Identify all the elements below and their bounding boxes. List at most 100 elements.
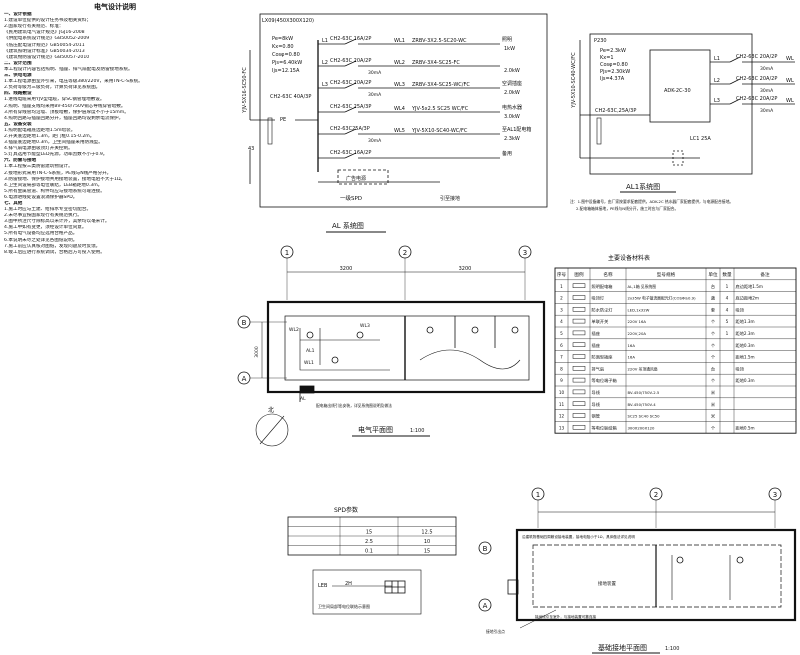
notes-line: 四、线路敷设: [4, 91, 32, 97]
notes-line: 2.接地形式采用TN-C-S系统，PE线与N线严格分开。: [4, 170, 112, 176]
notes-line: 7.施工前应认真核对图纸，发现问题及时反馈。: [4, 243, 101, 249]
table-cell: BV-450/750V-2.5: [628, 390, 660, 395]
table-cell: 单联开关: [592, 318, 609, 325]
legend-symbol: [572, 389, 586, 395]
notes-line: 一、设计依据: [4, 12, 32, 18]
al-main-breaker: CH2-63C 40A/3P: [270, 94, 311, 100]
table-cell: 台: [711, 365, 715, 372]
notes-line: 2.负荷等级为三级负荷，计算负荷详见系统图。: [4, 85, 101, 91]
notes-line: 4.施工中如有变更，须经设计单位同意。: [4, 225, 87, 231]
legend-symbol: [572, 377, 586, 383]
table-header-cell: 名称: [603, 271, 613, 278]
table-cell: 距地0.3m: [736, 377, 755, 383]
al1-circuit-phase: L1: [714, 56, 720, 62]
spd-table-cell: 0.1: [365, 549, 373, 555]
al1-circuit-id: WL: [786, 78, 794, 84]
al-panel-label: LX09(450X300X120): [262, 18, 314, 24]
table-cell: 台: [711, 283, 715, 290]
al1-circuit-breaker: CH2-63C 20A/2P: [736, 96, 777, 102]
al1-circuit-breaker: CH2-63C 20A/2P: [736, 76, 777, 82]
table-cell: 4: [560, 319, 563, 324]
notes-line: 六、防雷与接地: [4, 158, 37, 164]
al-param: Ijs=12.15A: [272, 68, 300, 74]
table-cell: 10: [559, 390, 565, 395]
table-cell: 11: [559, 402, 565, 407]
table-cell: 6: [560, 343, 563, 348]
al1-circuit-rcd: 30mA: [760, 88, 774, 94]
legend-symbol: [572, 354, 586, 359]
notes-line: 3.插座底边距地0.3m，卫生间插座采用防溅型。: [4, 140, 103, 146]
al-box-label: 广告电源: [346, 175, 366, 182]
al1-circuit-rcd: 30mA: [760, 66, 774, 72]
table-cell: 等电位端子箱: [592, 377, 617, 384]
al-circuit-id: WL5: [394, 128, 405, 134]
table-cell: LED,1x32W: [628, 307, 650, 312]
table-cell: 220V 16A: [628, 319, 647, 324]
table-cell: 个: [711, 319, 716, 324]
table-cell: 个: [711, 355, 716, 360]
notes-line: 1.本工程电源由室外引来，电压等级380/220V，采用TN-C-S系统。: [4, 79, 143, 85]
grounding-mid-label: 接地装置: [598, 580, 616, 587]
al-circuit-breaker: CH2-63C25A/3P: [330, 126, 370, 132]
al1-param: Ijs=4.37A: [600, 76, 625, 82]
grounding-plan-scale: 1:100: [665, 646, 679, 652]
table-cell: 220V,20A: [628, 331, 647, 336]
al-circuit-rcd: 30mA: [368, 138, 382, 144]
al-system-diagram: LX09(450X300X120) Pe=8kW Kx=0.80 Cosφ=0.…: [242, 13, 548, 233]
floor-plan-title: 电气平面图: [358, 425, 393, 434]
table-cell: 吸顶: [736, 366, 745, 372]
table-cell: 插座: [592, 330, 600, 337]
al-circuit-cable: YJV-5x2.5 SC25 WC/FC: [411, 106, 469, 112]
dim-label: 3000: [254, 346, 260, 358]
table-cell: 米: [711, 389, 716, 396]
north-label: 北: [268, 406, 274, 414]
notes-line: 2.照明、插座支线均采用BV-450/750V铜芯导线穿管暗敷。: [4, 103, 126, 109]
table-cell: 5: [560, 331, 563, 336]
al-circuit-id: WL2: [394, 60, 405, 66]
table-cell: 底边距地1.5m: [736, 283, 764, 290]
notes-line: 二、设计范围: [4, 60, 32, 66]
table-cell: 盏: [711, 295, 715, 301]
notes-line: 3.图中所注尺寸除标高以米计外，其余均以毫米计。: [4, 219, 110, 225]
al-circuit-id: WL4: [394, 106, 405, 112]
notes-line: 1.本工程按三类防雷建筑物设计。: [4, 164, 73, 170]
notes-line: 七、其他: [4, 201, 23, 206]
table-cell: 钢管: [592, 413, 600, 420]
notes-line: 2.未尽事宜按国家现行有关规范执行。: [4, 213, 82, 219]
electrical-floor-plan: 1 2 3 3200 3200 B A 3000: [237, 245, 546, 447]
al1-circuit-id: WL: [786, 56, 794, 62]
al1-device-label: LC1 25A: [690, 136, 711, 142]
notes-line: 3.所有穿线管均沿墙、顶板暗敷，保护层厚度不小于15mm。: [4, 109, 129, 115]
al1-circuit-breaker: CH2-63C 20A/2P: [736, 54, 777, 60]
notes-line: 4.照明回路与插座回路分开，插座回路均设剩余电流保护。: [4, 115, 124, 121]
row-bubble: B: [242, 319, 247, 327]
al1-circuit-phase: L2: [714, 78, 720, 84]
table-header-cell: 数量: [722, 271, 732, 278]
notes-line: 《建筑照明设计标准》GB50034-2013: [4, 48, 85, 54]
table-header-cell: 备注: [760, 271, 770, 278]
notes-line: 4.排气扇电源由吸顶灯开关控制。: [4, 146, 73, 152]
table-cell: 220V 吊顶通风扇: [628, 366, 658, 371]
table-cell: 4: [726, 307, 729, 312]
legend-symbol: [572, 307, 586, 312]
axis-bubble: 2: [654, 491, 658, 499]
table-cell: 1: [726, 284, 729, 289]
notes-line: 《低压配电设计规范》GB50054-2011: [4, 42, 85, 48]
notes-line: 4.卫生间设局部等电位联结，LEB箱距地0.3m。: [4, 182, 103, 188]
legend-symbol: [572, 413, 586, 418]
al-circuit-power: 2.3kW: [504, 136, 520, 142]
table-cell: 距地1.5m: [736, 354, 755, 360]
notes-line: 1.建设单位提供的设计任务书及相关资料；: [4, 18, 92, 24]
al1-note-1: 注：1.图中设备编号，由厂家按要求配套提供，ADK-2C 热水器厂家配套提供，与…: [570, 199, 733, 204]
table-cell: 排气扇: [592, 365, 605, 372]
al-circuit-phase: L2: [322, 60, 328, 66]
axis-bubble: 1: [536, 491, 540, 499]
al-pe-label: PE: [280, 117, 286, 123]
table-cell: 吸顶灯: [592, 295, 605, 302]
dim-label: 3200: [340, 266, 353, 272]
